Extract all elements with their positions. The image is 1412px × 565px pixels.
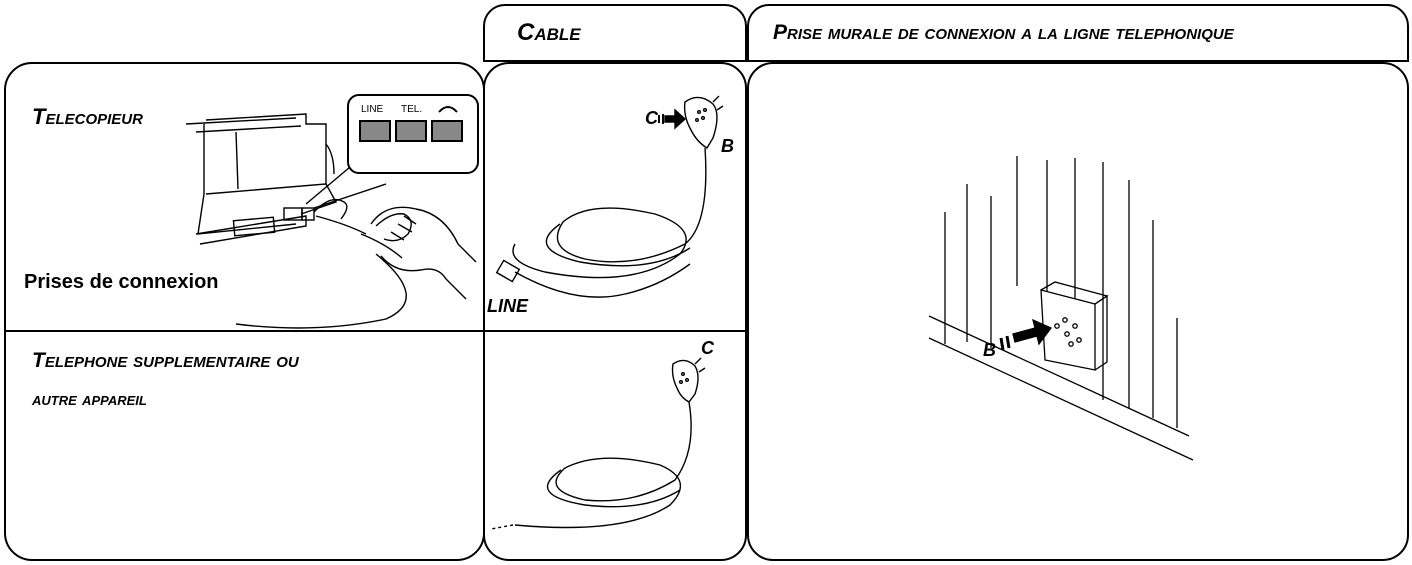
jacks-caption: Prises de connexion [24, 271, 219, 293]
extra-device-title-line1: Telephone supplementaire ou [32, 349, 299, 372]
jack-label-tel: TEL. [401, 104, 423, 115]
cable-top-plug-label: C [645, 108, 658, 128]
wall-socket-header-title: Prise murale de connexion a la ligne tel… [773, 21, 1234, 44]
handset-icon [438, 106, 458, 113]
fax-title: Telecopieur [32, 104, 143, 129]
fax-machine-illustration [185, 113, 477, 329]
cable-top-line-label: LINE [487, 296, 529, 316]
cable-header-title: Cable [517, 19, 581, 46]
jack-port-line [359, 120, 391, 142]
jack-port-tel [395, 120, 427, 142]
middle-divider [485, 330, 745, 332]
jack-label-line: LINE [361, 104, 384, 115]
cable-panel: C B LINE C [483, 62, 747, 561]
cable-header: Cable [483, 4, 747, 62]
cable-top-end-label: B [721, 136, 734, 156]
wall-socket-header: Prise murale de connexion a la ligne tel… [747, 4, 1409, 62]
cable-bottom-illustration [490, 357, 706, 530]
cable-bottom-plug-label: C [701, 338, 714, 358]
left-divider [6, 330, 483, 332]
cable-top-illustration [495, 95, 724, 298]
wall-socket-illustration [928, 156, 1194, 461]
extra-device-title-line2: autre appareil [32, 389, 147, 410]
jack-callout: LINE TEL. [347, 94, 479, 174]
fax-panel: Telecopieur Prises de connexion Telephon… [4, 62, 485, 561]
wall-socket-panel: B [747, 62, 1409, 561]
jack-port-phone [431, 120, 463, 142]
